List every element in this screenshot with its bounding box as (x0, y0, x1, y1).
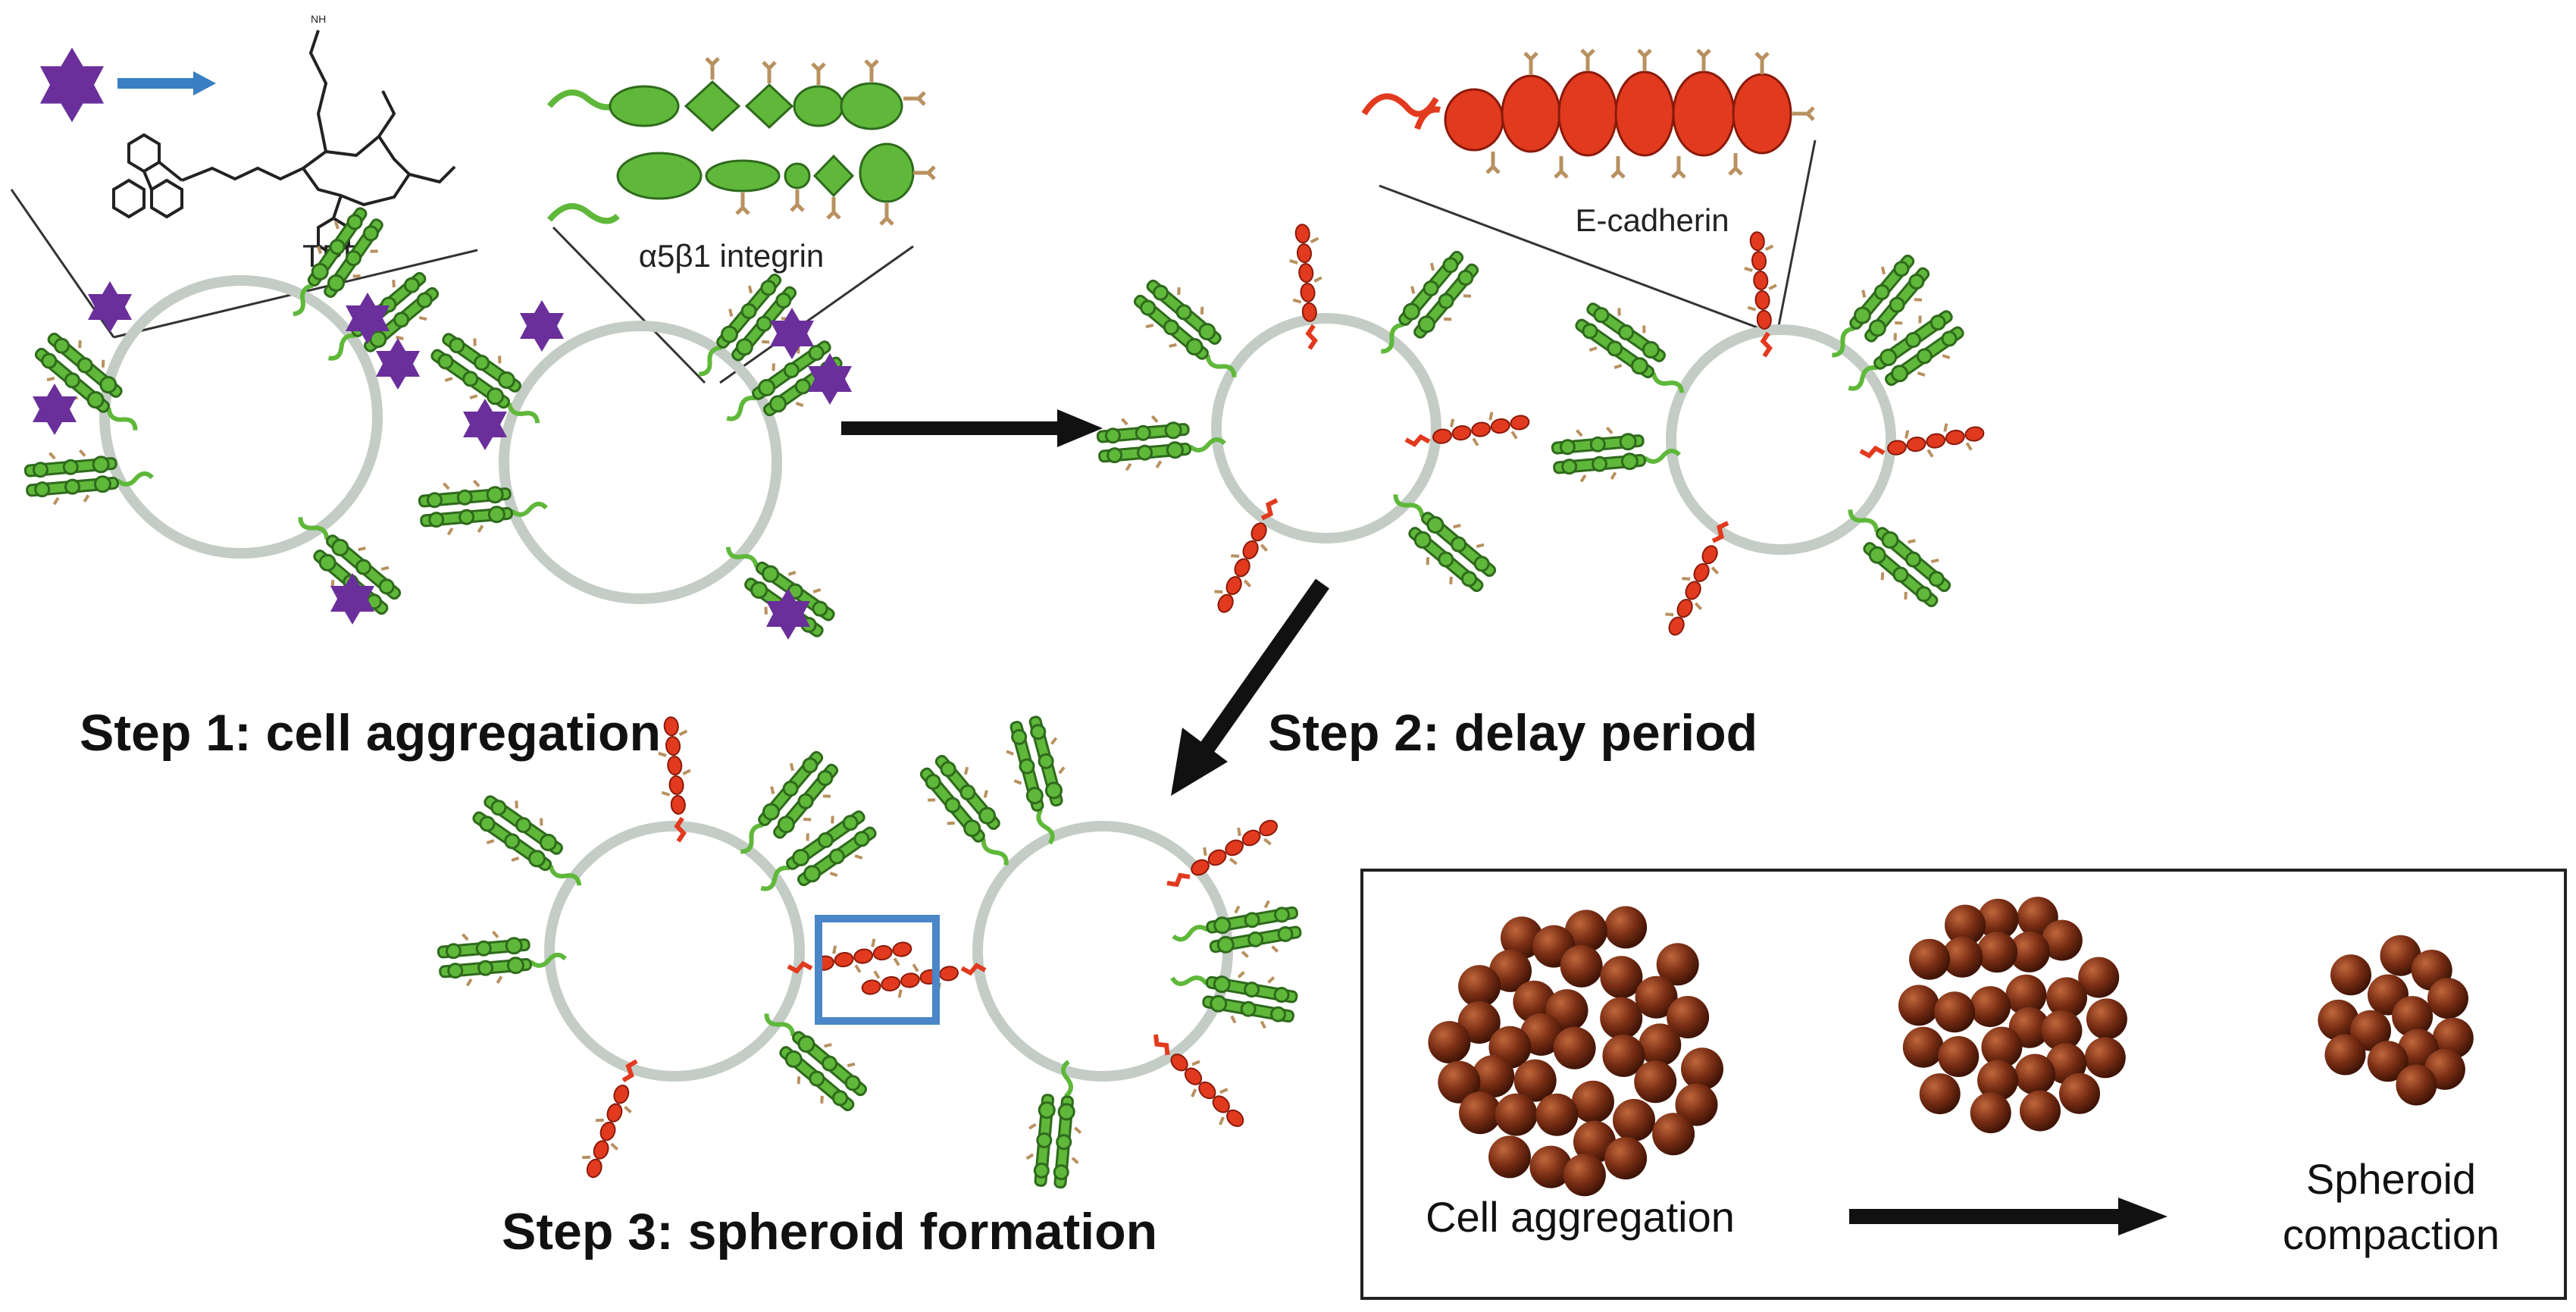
cell-bead (1634, 1060, 1677, 1104)
cell-bead (1438, 1060, 1481, 1104)
cell-bead (1656, 943, 1699, 986)
compaction-inset: Cell aggregation Spheroid compaction (1360, 869, 2567, 1300)
step2-label: Step 2: delay period (1268, 704, 1758, 762)
cell-bead (2367, 1041, 2409, 1082)
cell-bead (1560, 944, 1603, 988)
cell-bead (1977, 1060, 2018, 1101)
cell-bead (1495, 1093, 1538, 1136)
cell-bead (1898, 985, 1939, 1026)
cell-bead (1472, 1055, 1515, 1098)
cell-bead (1563, 1154, 1606, 1197)
cell-bead (2330, 954, 2371, 996)
cell-bead (1909, 938, 1950, 980)
cell-bead (1675, 1083, 1718, 1126)
cell-bead (1604, 1137, 1648, 1180)
cell-bead (1600, 997, 1643, 1040)
junction-highlight-box (815, 915, 940, 1025)
cell-bead (1553, 1026, 1596, 1069)
arrow-step1-to-step2 (841, 409, 1103, 447)
cell-bead (1919, 1073, 1961, 1115)
cell-bead (1600, 956, 1643, 999)
cell-bead (1970, 986, 2011, 1028)
cell-bead (1681, 1047, 1723, 1091)
cell-bead (2046, 977, 2087, 1019)
cell-bead (1457, 1001, 1501, 1044)
cell-bead (1652, 1113, 1695, 1156)
cell-bead (2350, 1010, 2391, 1051)
cell-bead (1535, 1093, 1579, 1136)
cell-bead (1458, 965, 1501, 1008)
cell-bead (2014, 1054, 2056, 1095)
step3-cell-right (911, 713, 1303, 1188)
cell-bead (2084, 1037, 2126, 1079)
cell-bead (1667, 996, 1710, 1038)
cell-bead (1513, 980, 1556, 1023)
cell-bead (2008, 931, 2050, 972)
cell-bead (2020, 1090, 2061, 1132)
cell-bead (1529, 1145, 1573, 1188)
cell-aggregation-label: Cell aggregation (1426, 1193, 1735, 1241)
cell-bead (2005, 974, 2047, 1016)
tpp-structure-icon: NH (112, 13, 456, 257)
purple-star-icon (39, 47, 105, 123)
step3-cell-left (437, 716, 884, 1182)
cell-bead (1639, 1023, 1682, 1066)
step1-cell-left (24, 201, 446, 625)
step3-label: Step 3: spheroid formation (502, 1203, 1157, 1260)
spheroid-label-line1: Spheroid (2306, 1155, 2476, 1203)
cell-bead (1938, 1036, 1980, 1077)
cell-bead (1970, 1092, 2011, 1134)
cell-bead (1501, 916, 1543, 960)
cell-bead (2396, 1064, 2437, 1106)
cadherin-inset: E-cadherin (1361, 49, 1817, 335)
cell-bead (2078, 957, 2120, 998)
blue-arrow-icon (117, 71, 216, 96)
cluster-loose (1428, 906, 1723, 1197)
cadherin-label: E-cadherin (1575, 202, 1729, 238)
arrow-step2-to-step3 (1171, 578, 1329, 796)
cell-bead (1571, 1080, 1614, 1123)
cell-bead (2086, 998, 2127, 1040)
cell-bead (1942, 936, 1983, 978)
inset-arrow (1849, 1198, 2168, 1235)
cell-bead (2041, 1010, 2083, 1051)
cell-bead (1513, 1059, 1557, 1102)
step2-cell-right (1551, 231, 1986, 641)
cell-bead (1977, 898, 2019, 940)
cell-bead (1613, 1098, 1655, 1141)
cluster-compact (2318, 935, 2474, 1106)
step2-cell-left (1097, 224, 1532, 618)
cell-bead (2380, 935, 2421, 976)
cell-bead (1635, 975, 1678, 1019)
cell-bead (1428, 1021, 1471, 1064)
cell-bead (2059, 1072, 2100, 1114)
cluster-medium (1898, 897, 2127, 1134)
cell-bead (2324, 1034, 2366, 1076)
step1-label: Step 1: cell aggregation (80, 704, 661, 762)
cell-bead (1934, 991, 1976, 1033)
cell-bead (2427, 978, 2468, 1019)
cell-bead (1573, 1120, 1616, 1163)
cadherin-junction (786, 915, 988, 1025)
cell-bead (1564, 910, 1607, 953)
integrin-inset: α5β1 integrin (546, 57, 936, 384)
cell-bead (1604, 906, 1648, 949)
cell-bead (1488, 1135, 1531, 1179)
spheroid-label-line2: compaction (2283, 1210, 2499, 1258)
step1-cell-right (418, 266, 852, 647)
cell-bead (1977, 932, 2018, 973)
svg-text:NH: NH (311, 13, 326, 25)
cell-bead (1981, 1026, 2023, 1068)
cell-bead (1602, 1034, 1645, 1077)
cell-bead (1945, 904, 1986, 946)
cell-bead (2392, 996, 2434, 1038)
cell-bead (1459, 1091, 1501, 1135)
cell-bead (2432, 1017, 2474, 1059)
cell-bead (1902, 1026, 1944, 1068)
integrin-label: α5β1 integrin (639, 238, 825, 274)
cell-bead (2318, 999, 2359, 1041)
cell-bead (2041, 919, 2083, 961)
